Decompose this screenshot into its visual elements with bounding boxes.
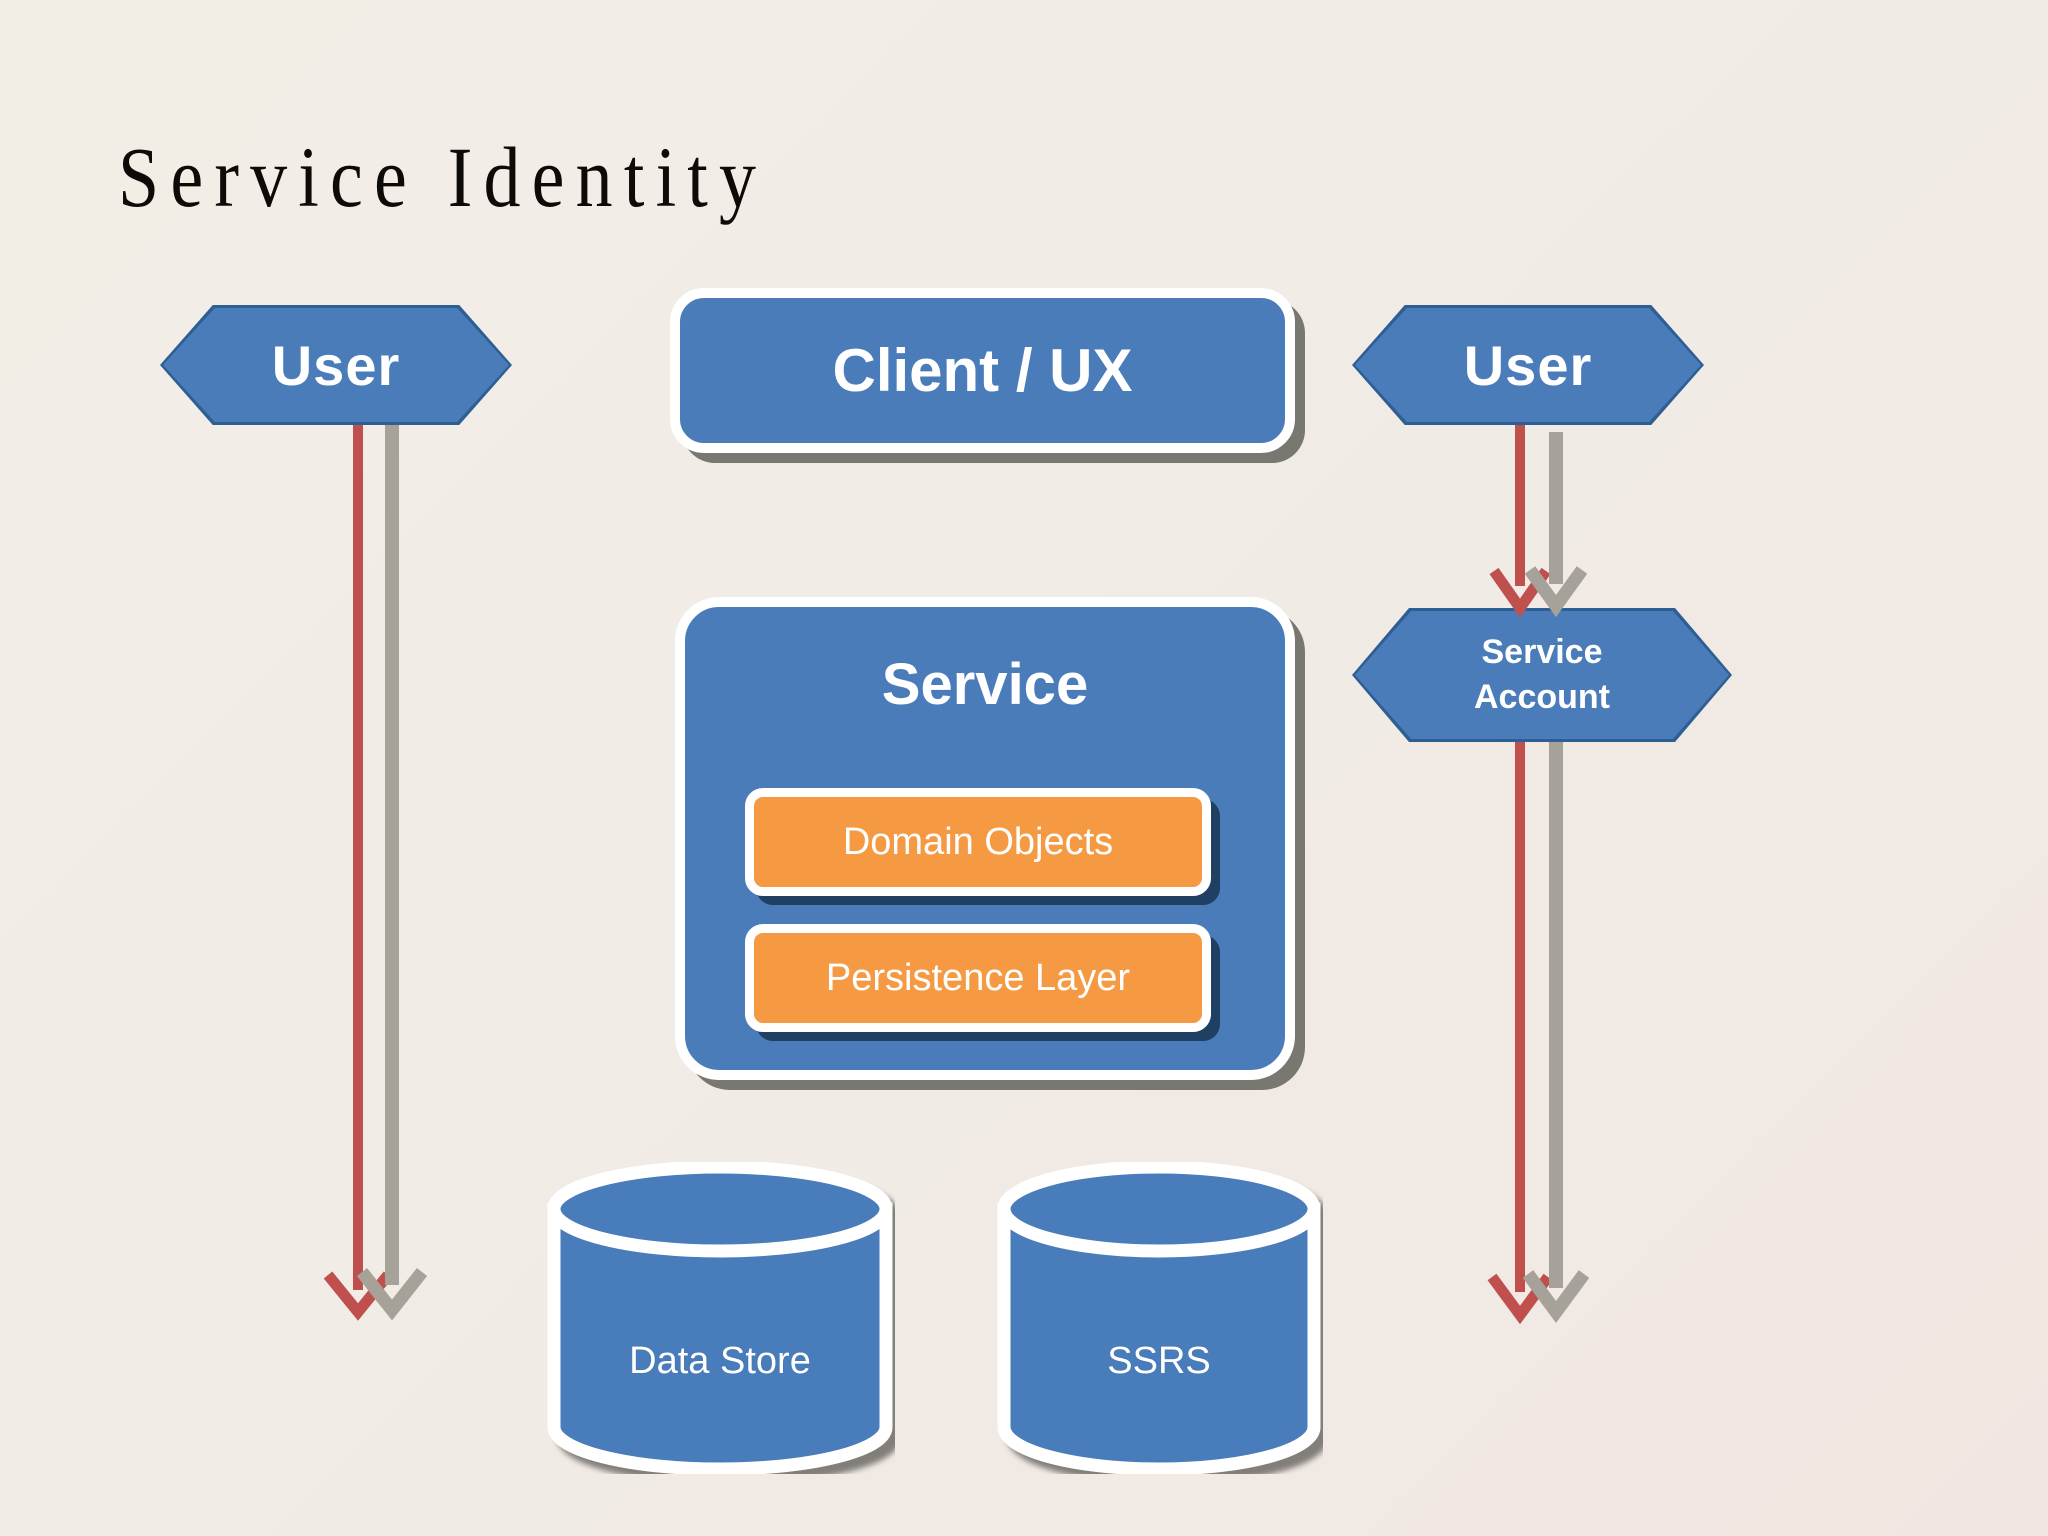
node-persistence-layer[interactable]: Persistence Layer xyxy=(745,924,1211,1032)
connector-user-left-red xyxy=(323,425,393,1321)
connector-user-right-red xyxy=(1489,425,1551,618)
node-ssrs[interactable]: SSRS xyxy=(995,1162,1323,1474)
connector-user-left-gray xyxy=(356,425,428,1321)
node-service-account[interactable]: Service Account xyxy=(1352,608,1732,742)
node-persistence-layer-label: Persistence Layer xyxy=(825,956,1131,999)
connector-user-right-gray xyxy=(1524,432,1588,618)
page-title: Service Identity xyxy=(118,129,768,225)
node-domain-objects-label: Domain Objects xyxy=(842,820,1114,863)
node-domain-objects[interactable]: Domain Objects xyxy=(745,788,1211,896)
cylinder-shape xyxy=(997,1162,1321,1474)
cylinder-shape xyxy=(547,1162,893,1474)
node-user-left[interactable]: User xyxy=(160,305,512,425)
node-user-right[interactable]: User xyxy=(1352,305,1704,425)
hexagon-fill xyxy=(163,308,509,422)
node-service-label: Service xyxy=(881,652,1089,717)
connector-service-account-gray xyxy=(1522,742,1590,1323)
node-client-ux[interactable]: Client / UX xyxy=(670,288,1295,453)
node-service[interactable]: Service Domain Objects Persistence Layer xyxy=(675,597,1295,1080)
hexagon-fill xyxy=(1355,308,1701,422)
node-client-ux-label: Client / UX xyxy=(832,337,1133,404)
hexagon-fill xyxy=(1355,611,1729,739)
node-data-store[interactable]: Data Store xyxy=(545,1162,895,1474)
connector-service-account-red xyxy=(1487,742,1553,1325)
